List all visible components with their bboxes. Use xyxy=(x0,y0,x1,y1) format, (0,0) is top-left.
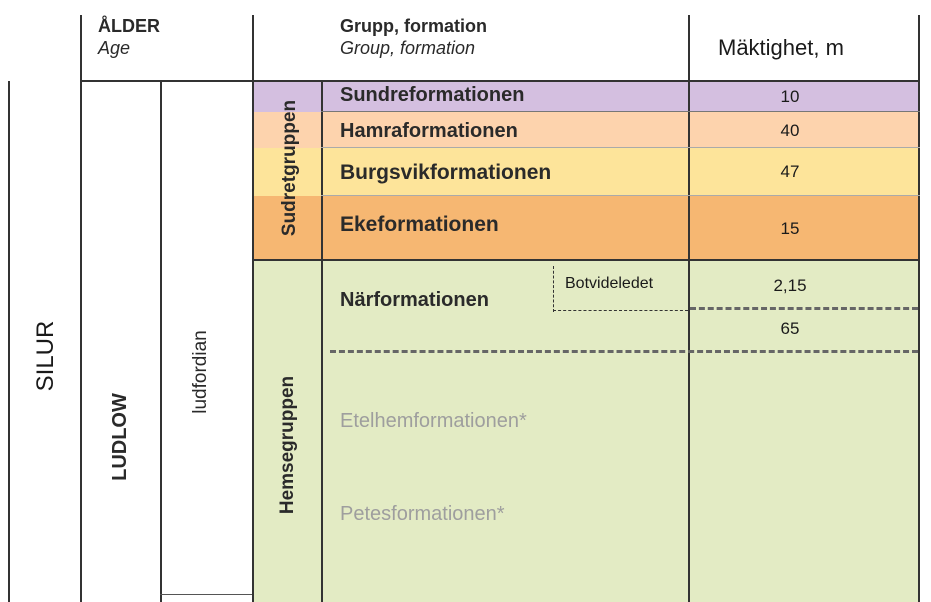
divider-age-left xyxy=(8,81,10,602)
thickness-burgsvik: 47 xyxy=(780,162,800,181)
thickness-header: Mäktighet, m xyxy=(718,35,844,60)
age-header-sv: ÅLDER xyxy=(98,16,160,36)
dashed-line-nar-base xyxy=(330,350,918,353)
line-hamra-burgsvik xyxy=(321,147,920,148)
divider-group xyxy=(252,15,254,602)
formation-eke: Ekeformationen xyxy=(340,213,499,236)
member-bracket-left xyxy=(553,266,554,312)
dashed-line-member xyxy=(690,307,918,310)
formation-nar: Närformationen xyxy=(340,289,489,311)
group-header-sv: Grupp, formation xyxy=(340,16,487,36)
formation-burgsvik: Burgsvikformationen xyxy=(340,161,552,184)
member-bracket-bottom xyxy=(553,310,688,311)
divider-stage xyxy=(160,81,162,602)
stage-label: ludfordian xyxy=(190,330,211,414)
thickness-eke: 15 xyxy=(780,219,800,238)
line-sudret-hemse xyxy=(252,259,920,261)
thickness-sundre: 10 xyxy=(780,87,800,106)
band-hemse xyxy=(253,260,919,602)
series-label: LUDLOW xyxy=(109,393,131,481)
header-bottom-line xyxy=(80,80,920,82)
formation-hamra: Hamraformationen xyxy=(340,120,518,142)
divider-right xyxy=(918,15,920,602)
thickness-hamra: 40 xyxy=(780,121,800,140)
hemse-group-label: Hemsegruppen xyxy=(277,375,298,515)
band-sundre xyxy=(253,81,919,112)
system-label: SILUR xyxy=(32,320,59,392)
formation-sundre: Sundreformationen xyxy=(340,84,525,106)
group-header-en: Group, formation xyxy=(340,38,476,58)
divider-thickness xyxy=(688,15,690,602)
band-hamra xyxy=(253,112,919,148)
band-burgsvik xyxy=(253,148,919,196)
line-burgsvik-eke xyxy=(321,195,920,196)
age-header-en: Age xyxy=(98,38,131,58)
band-eke xyxy=(253,196,919,260)
stage-bottom-line xyxy=(160,594,252,595)
thickness-nar: 65 xyxy=(780,319,800,338)
divider-series xyxy=(80,15,82,602)
thickness-botvideledet: 2,15 xyxy=(773,276,807,295)
divider-formation xyxy=(321,81,323,602)
member-botvideledet: Botvideledet xyxy=(565,275,654,292)
sudret-group-label: Sudretgruppen xyxy=(279,99,300,237)
line-sundre-hamra xyxy=(321,111,920,112)
formation-petes: Petesformationen* xyxy=(340,503,505,525)
formation-etelhem: Etelhemformationen* xyxy=(340,410,527,432)
